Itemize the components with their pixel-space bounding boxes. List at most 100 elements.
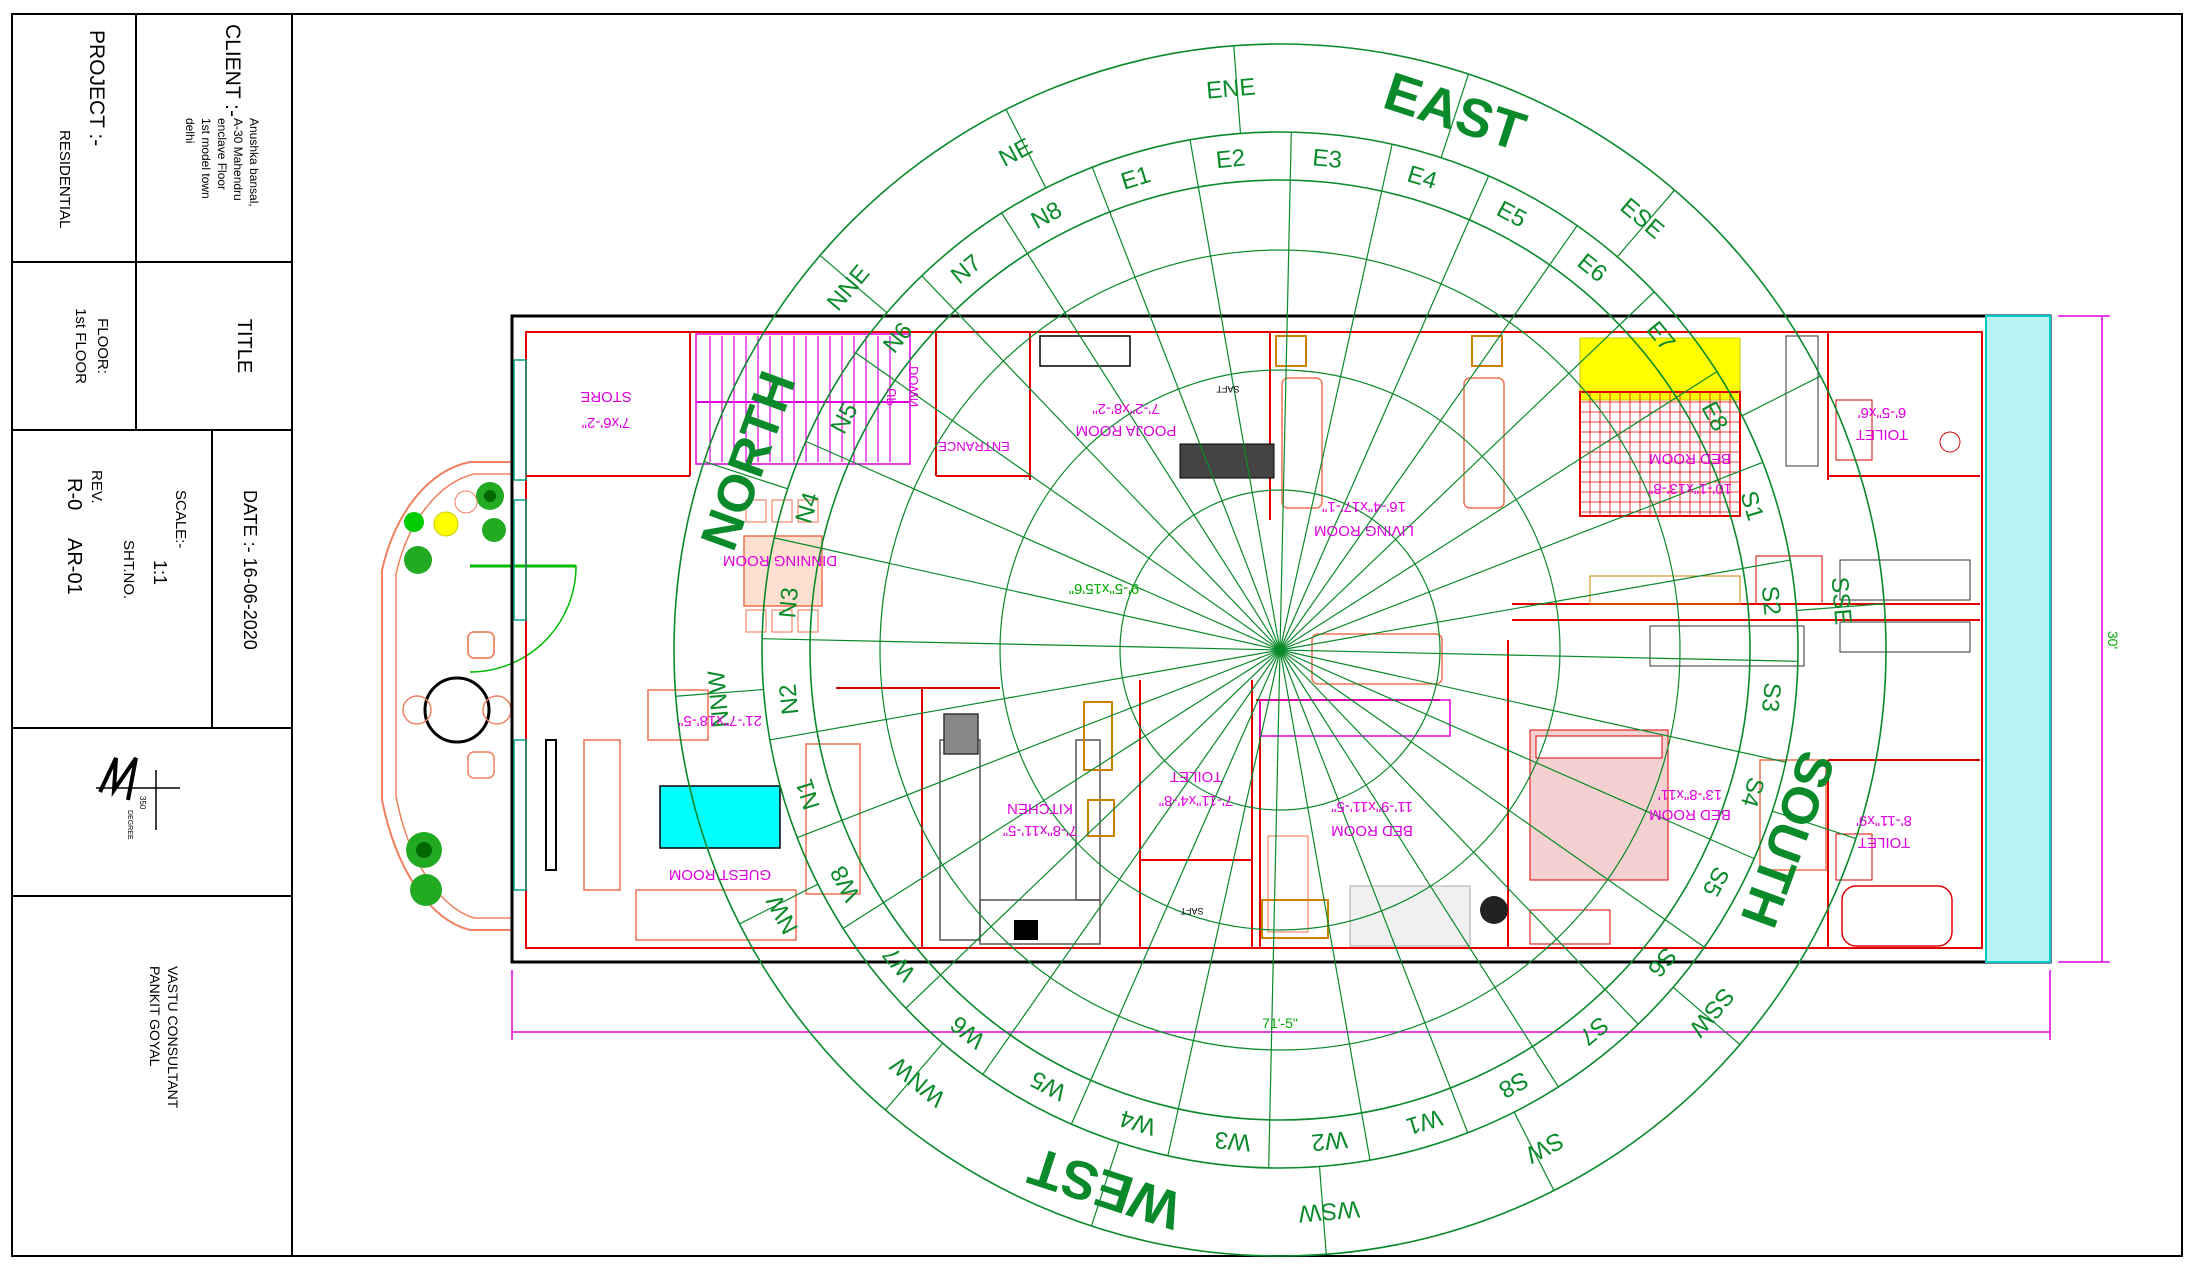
pada-spoke — [1279, 144, 1393, 651]
length-dimension: 71'-5" — [1262, 1015, 1298, 1031]
pada-label-s7: S7 — [1574, 1011, 1614, 1051]
north-degree: 350 — [138, 796, 147, 810]
sector-divider — [1318, 1166, 1327, 1255]
client-line-4: 1st model town — [199, 118, 213, 199]
pada-label-n5: N5 — [825, 399, 863, 439]
pada-spoke — [1167, 649, 1281, 1156]
pada-spoke — [1279, 649, 1639, 1025]
pada-spoke — [1091, 167, 1281, 651]
building-outline — [510, 314, 2052, 964]
toilet-se-size: 8'-11"x9' — [1856, 812, 1912, 829]
floor-value: 1st FLOOR — [72, 308, 89, 384]
client-line-2: A-30 Mahendru — [231, 118, 245, 201]
direction-label-sw: SW — [1521, 1126, 1568, 1168]
direction-label-wnw: WNW — [885, 1051, 951, 1112]
guest-name: GUEST ROOM — [669, 866, 771, 883]
toilet-mid-size: 7'-11"x4'-8" — [1159, 792, 1233, 809]
room-labels: STORE 7'x6'-2" POOJA ROOM 7'-2"x8'-2" EN… — [580, 366, 1912, 916]
kitchen-name: KITCHEN — [1007, 800, 1073, 817]
sector-divider — [1672, 986, 1741, 1046]
pada-label-e6: E6 — [1572, 248, 1612, 287]
pada-spoke — [774, 537, 1281, 651]
sector-divider — [1440, 73, 1470, 158]
staircase — [695, 333, 911, 465]
pada-label-w2: W2 — [1310, 1125, 1349, 1155]
pada-label-s2: S2 — [1756, 585, 1786, 617]
bed-mid-size: 11'-9"x11'-5" — [1331, 798, 1413, 815]
pada-spoke — [1279, 175, 1490, 651]
pada-label-e1: E1 — [1118, 161, 1154, 195]
pooja-size: 7'-2"x8'-2" — [1092, 400, 1159, 417]
pada-spoke — [982, 649, 1281, 1075]
pada-spoke — [1279, 649, 1755, 860]
rev-value: R-0 — [63, 478, 85, 510]
pada-spoke — [769, 649, 1281, 741]
direction-label-nnw: NNW — [703, 669, 735, 729]
shaft-label-lower: SAFT — [1180, 906, 1204, 916]
sector-divider — [703, 460, 788, 490]
pada-spoke — [1268, 649, 1281, 1168]
pada-label-s3: S3 — [1756, 681, 1786, 713]
bed-ne-size: 10'-1"x13'-8" — [1648, 480, 1732, 497]
bed-se-name: BED ROOM — [1649, 806, 1731, 823]
pada-label-w5: W5 — [1026, 1065, 1070, 1106]
pada-label-n7: N7 — [946, 249, 987, 289]
pada-spoke — [762, 638, 1281, 651]
north-arrow-icon: 350 DEGREE — [96, 756, 180, 840]
pada-spoke — [1279, 461, 1763, 651]
sht-label: SHT.NO. — [120, 540, 137, 599]
sht-value: AR-01 — [63, 538, 85, 595]
pada-label-s1: S1 — [1734, 488, 1768, 524]
up-label: UP — [884, 388, 899, 406]
toilet-mid-name: TOILET — [1170, 768, 1222, 785]
pada-spoke — [1279, 291, 1655, 651]
direction-label-nne: NNE — [822, 260, 875, 316]
compass-ring — [999, 369, 1561, 931]
rev-label: REV. — [88, 470, 105, 504]
pooja-name: POOJA ROOM — [1076, 422, 1177, 439]
pada-label-n8: N8 — [1027, 196, 1067, 234]
bed-grid — [1579, 391, 1741, 516]
project-label: PROJECT :- — [85, 30, 108, 146]
toilet-se-name: TOILET — [1858, 834, 1910, 851]
consultant-line-1: VASTU CONSULTANT — [165, 966, 181, 1109]
bed-mid-name: BED ROOM — [1331, 822, 1413, 839]
pada-spoke — [797, 649, 1281, 839]
toilet-ne-name: TOILET — [1856, 426, 1908, 443]
pada-spoke — [1001, 212, 1281, 651]
bed-se-size: 13'-8"x11' — [1658, 786, 1722, 803]
sector-divider — [1616, 189, 1676, 258]
direction-label-sse: SSE — [1825, 576, 1856, 626]
pada-spoke — [1279, 649, 1469, 1133]
pada-spoke — [1279, 649, 1798, 662]
store-size: 7'x6'-2" — [582, 414, 631, 431]
toilet-ne-size: 6'-5"x6' — [1858, 404, 1907, 421]
compass-ring — [761, 131, 1799, 1169]
plant-icon — [404, 482, 506, 906]
compass-ring — [879, 249, 1681, 1051]
direction-label-west: WEST — [1022, 1135, 1189, 1240]
title-label: TITLE — [233, 319, 255, 373]
pada-label-s4: S4 — [1735, 774, 1769, 810]
direction-label-ne: NE — [995, 133, 1037, 172]
sector-divider — [1233, 45, 1242, 134]
direction-label-ese: ESE — [1615, 193, 1669, 245]
pada-spoke — [905, 649, 1281, 1009]
title-block: PROJECT :- RESIDENTIAL CLIENT :- Anushka… — [11, 13, 2183, 1257]
sector-divider — [739, 883, 819, 925]
direction-label-east: EAST — [1377, 61, 1533, 163]
consultant-line-2: PANKIT GOYAL — [147, 966, 163, 1067]
sector-divider — [884, 1042, 944, 1111]
pada-label-n3: N3 — [774, 586, 804, 619]
pada-spoke — [921, 275, 1281, 651]
store-name: STORE — [580, 388, 631, 405]
sector-divider — [1005, 109, 1047, 189]
pada-label-n4: N4 — [790, 489, 825, 526]
pada-spoke — [1279, 132, 1292, 651]
scale-value: 1:1 — [150, 560, 170, 585]
client-line-3: enclave Floor — [215, 118, 229, 190]
pada-label-e2: E2 — [1215, 144, 1247, 174]
pada-spoke — [805, 440, 1281, 651]
entrance-label: ENTRANCE — [938, 439, 1010, 454]
